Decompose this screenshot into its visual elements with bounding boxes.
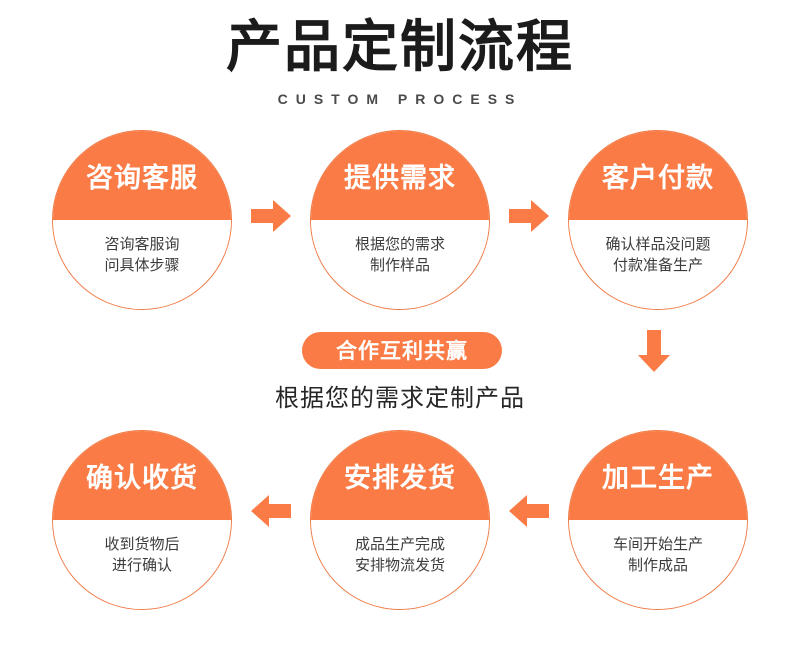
step-description: 咨询客服询 问具体步骤 xyxy=(104,235,180,274)
step-title: 加工生产 xyxy=(602,462,714,494)
step-circle-3-header: 客户付款 xyxy=(569,131,747,220)
step-description: 确认样品没问题 付款准备生产 xyxy=(605,235,711,274)
step-circle-2: 提供需求 根据您的需求 制作样品 xyxy=(310,130,490,310)
step-circle-3: 客户付款 确认样品没问题 付款准备生产 xyxy=(568,130,748,310)
step-circle-6-header: 加工生产 xyxy=(569,431,747,520)
step-title: 咨询客服 xyxy=(86,162,198,194)
step-circle-1-body: 咨询客服询 问具体步骤 xyxy=(53,220,231,309)
step-title: 提供需求 xyxy=(344,162,456,194)
step-description: 车间开始生产 制作成品 xyxy=(612,535,703,574)
step-title: 安排发货 xyxy=(344,462,456,494)
step-circle-1-header: 咨询客服 xyxy=(53,131,231,220)
cooperation-badge: 合作互利共赢 xyxy=(302,332,502,369)
step-circle-5: 安排发货 成品生产完成 安排物流发货 xyxy=(310,430,490,610)
step-circle-5-header: 安排发货 xyxy=(311,431,489,520)
page-subtitle: CUSTOM PROCESS xyxy=(277,91,523,107)
step-circle-2-body: 根据您的需求 制作样品 xyxy=(311,220,489,309)
arrow-left-icon xyxy=(251,495,291,527)
center-caption: 根据您的需求定制产品 xyxy=(275,384,525,412)
step-circle-4-header: 确认收货 xyxy=(53,431,231,520)
step-circle-4-body: 收到货物后 进行确认 xyxy=(53,520,231,609)
step-circle-5-body: 成品生产完成 安排物流发货 xyxy=(311,520,489,609)
step-description: 根据您的需求 制作样品 xyxy=(354,235,445,274)
step-circle-6-body: 车间开始生产 制作成品 xyxy=(569,520,747,609)
step-title: 客户付款 xyxy=(602,162,714,194)
arrow-down-icon xyxy=(638,330,670,372)
step-circle-6: 加工生产 车间开始生产 制作成品 xyxy=(568,430,748,610)
page-title: 产品定制流程 xyxy=(226,15,574,80)
step-circle-3-body: 确认样品没问题 付款准备生产 xyxy=(569,220,747,309)
arrow-right-icon xyxy=(251,200,291,232)
step-description: 收到货物后 进行确认 xyxy=(104,535,180,574)
step-circle-1: 咨询客服 咨询客服询 问具体步骤 xyxy=(52,130,232,310)
step-circle-2-header: 提供需求 xyxy=(311,131,489,220)
step-circle-4: 确认收货 收到货物后 进行确认 xyxy=(52,430,232,610)
step-description: 成品生产完成 安排物流发货 xyxy=(354,535,445,574)
step-title: 确认收货 xyxy=(86,462,198,494)
arrow-right-icon xyxy=(509,200,549,232)
cooperation-badge-label: 合作互利共赢 xyxy=(336,338,468,363)
arrow-left-icon xyxy=(509,495,549,527)
